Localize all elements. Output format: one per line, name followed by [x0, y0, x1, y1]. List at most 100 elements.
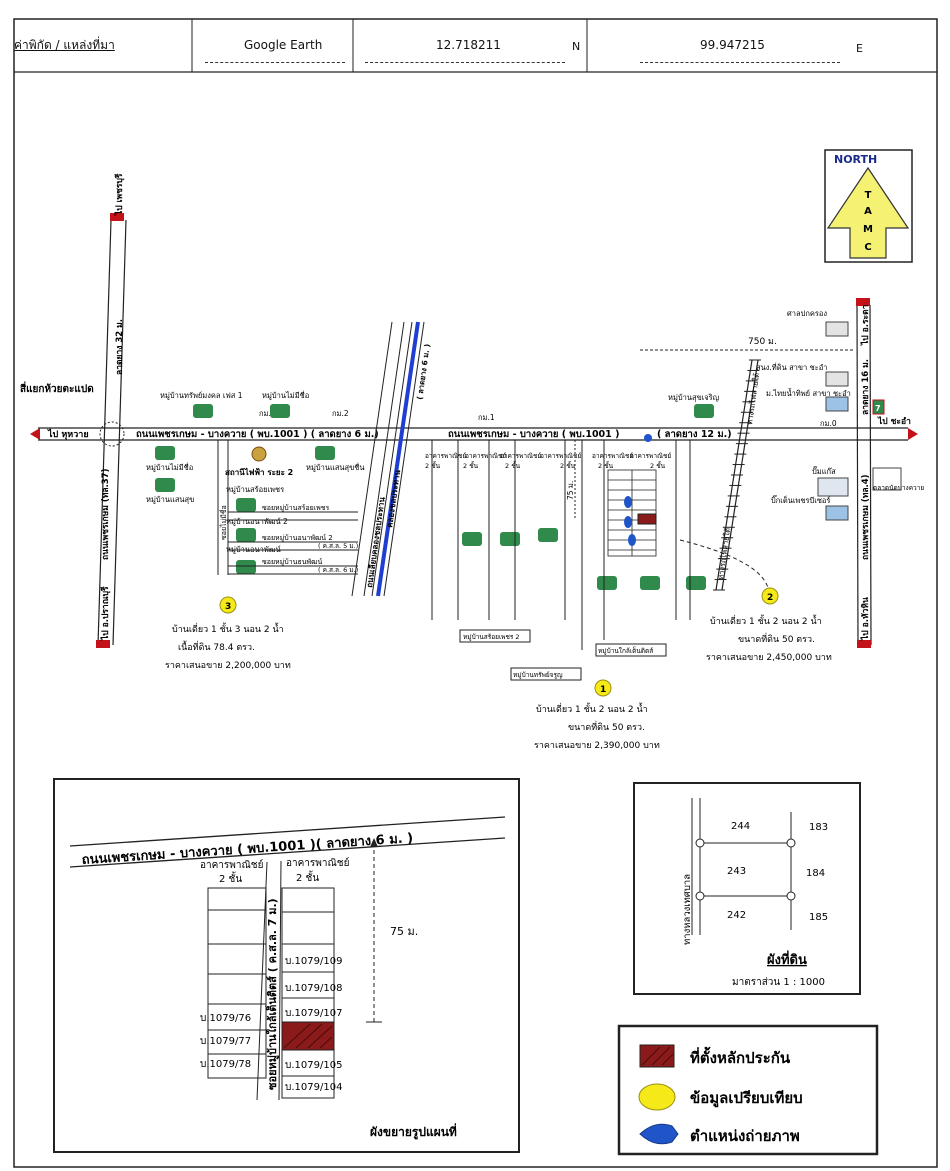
west-highway-edge: [112, 219, 127, 646]
legend: ที่ตั้งหลักประกัน ข้อมูลเปรียบเทียบ ตำแห…: [617, 1024, 879, 1156]
comparison-line: ราคาเสนอขาย 2,200,000 บาท: [165, 661, 291, 671]
intersection-marker-icon: [99, 421, 125, 447]
court-building-icon: [825, 321, 849, 337]
university-icon: [825, 396, 849, 412]
comparison-line: ขนาดที่ดิน 50 ตรว.: [738, 632, 815, 645]
comparison-number: 3: [225, 602, 231, 612]
north-letter: C: [864, 242, 871, 253]
left-sois: [217, 440, 358, 575]
village-icon: [694, 404, 714, 418]
comparison-line: ขนาดที่ดิน 50 ตรว.: [568, 720, 645, 733]
legend-photo-label: ตำแหน่งถ่ายภาพ: [690, 1127, 800, 1145]
big-tent-icon: [825, 505, 849, 521]
inset-unit-label: บ.1079/77: [200, 1036, 251, 1047]
plot-frame: [633, 782, 861, 995]
shop-floor: 2 ชั้น: [505, 461, 521, 470]
inset-road-edge: [69, 837, 506, 868]
power-station-label: สถานีไฟฟ้า ระยะ 2: [225, 467, 293, 477]
comparison-marker-icon: [219, 596, 237, 614]
soi-label: ซอยไม่มีชื่อ: [219, 505, 228, 540]
comparison-marker-icon: [594, 679, 612, 697]
inset-shop-right-floor: 2 ชั้น: [296, 870, 319, 884]
inset-distance-arrow-icon: [370, 838, 378, 847]
legend-photo-icon: [639, 1123, 679, 1145]
university-label: ม.ไทยน้ำทิพย์ สาขา ชะอำ: [766, 388, 851, 398]
lot-number: 244: [731, 821, 750, 832]
canal-road-edge: [351, 321, 393, 597]
photo-position-icon: [628, 534, 636, 546]
boundary-marker-icon: [695, 838, 705, 848]
big-tent-label: บิ๊กเต็นเพชรบีเซอร์: [771, 495, 831, 505]
village-label: หมู่บ้านทรัพย์จรูญ: [513, 671, 563, 679]
north-letter: T: [865, 190, 872, 201]
photo-position-icon: [624, 516, 632, 528]
west-highway-surface: ลาดยาง 32 ม.: [115, 319, 125, 375]
village-label: หมู่บ้านสุขเจริญ: [668, 393, 719, 402]
soi-label: ซอยหมู่บ้านธนพัฒน์: [262, 558, 322, 566]
intersection-label: สี่แยกห้วยตะแปด: [20, 381, 94, 395]
comparison-number: 2: [767, 593, 773, 603]
irrigation-canal: [351, 321, 425, 597]
power-station-icon: [251, 446, 267, 462]
east-highway-edge: [869, 304, 872, 646]
canal-road-label: ถนนเลียบคลองชลประทาน: [364, 496, 387, 588]
village-icon: [193, 404, 213, 418]
village-label: หมู่บ้านไม่มีชื่อ: [146, 462, 193, 472]
canal-road-surface: ( ลาดยาง 6 ม. ): [415, 343, 432, 400]
east-highway-edge: [856, 304, 859, 646]
road-end-marker: [857, 640, 871, 648]
inset-unit-label: บ.1079/109: [285, 956, 342, 967]
main-roads: [30, 213, 918, 648]
land-office-icon: [825, 371, 849, 387]
shop-floor: 2 ชั้น: [425, 461, 441, 470]
comparison-line: ราคาเสนอขาย 2,390,000 บาท: [534, 741, 660, 751]
shop-floor: 2 ชั้น: [463, 461, 479, 470]
boundary-marker-icon: [695, 891, 705, 901]
north-label: NORTH: [834, 153, 877, 166]
source-value: Google Earth: [244, 38, 323, 52]
shop-labels: อาคารพาณิชย์ 2 ชั้น อาคารพาณิชย์ 2 ชั้น …: [425, 452, 671, 470]
comparison-leader: [679, 539, 769, 589]
village-icon: [462, 532, 482, 546]
to-cha-am-label: ไป ชะอำ: [877, 416, 911, 427]
distance-750-label: 750 ม.: [748, 337, 777, 347]
village-label: หมู่บ้านทรัพย์มงคล เฟส 1: [160, 391, 243, 400]
village-icon: [315, 446, 335, 460]
collateral-marker-icon: [637, 513, 657, 525]
village-icon: [270, 404, 290, 418]
legend-comparison-icon: [638, 1083, 676, 1111]
shop-label: อาคารพาณิชย์: [425, 452, 466, 460]
soi-name-boxes: หมู่บ้านสร้อยเพชร 2 หมู่บ้านใกล้เต็นติตส…: [459, 629, 667, 681]
distance-75-label: 75 ม.: [566, 481, 575, 500]
convenience-store-icon: [872, 399, 885, 415]
village-icon: [155, 478, 175, 492]
railway-ties: [713, 359, 761, 591]
inset-distance-label: 75 ม.: [390, 925, 418, 938]
road-end-arrow-icon: [908, 428, 918, 440]
village-label: หมู่บ้านแสนสุขชื่น: [306, 462, 364, 472]
shop-floor: 2 ชั้น: [560, 461, 576, 470]
boundary-marker-icon: [786, 838, 796, 848]
inset-block-outline: [281, 887, 335, 1099]
lot-number: 243: [727, 866, 746, 877]
north-arrow: NORTH T A M C: [824, 149, 913, 263]
comparison-1: 1 บ้านเดี่ยว 1 ชั้น 2 นอน 2 น้ำ ขนาดที่ด…: [534, 679, 660, 751]
west-highway-edge: [97, 219, 112, 646]
marker-number: 184: [806, 868, 825, 879]
boundary-marker-icon: [786, 891, 796, 901]
marker-number: 185: [809, 912, 828, 923]
km-0-label: กม.0: [820, 419, 837, 428]
gas-station-icon: [817, 477, 849, 497]
road-end-marker: [110, 213, 124, 221]
villages: หมู่บ้านทรัพย์มงคล เฟส 1 หมู่บ้านไม่มีชื…: [146, 390, 719, 590]
canal-label: คลองชลประทาน: [385, 469, 402, 528]
inset-unit-label: บ.1079/104: [285, 1082, 342, 1093]
village-label: หมู่บ้านไม่มีชื่อ: [262, 390, 309, 400]
inset-frame: [53, 778, 520, 1153]
village-label: หมู่บ้านใกล้เต็นติตส์: [598, 646, 653, 655]
inset-soi-edge: [278, 860, 282, 1101]
inset-caption: ผังขยายรูปแผนที่: [370, 1123, 457, 1140]
shop-label: อาคารพาณิชย์: [592, 452, 633, 460]
to-ban-rada-label: ไป อ.ระดา: [860, 304, 871, 346]
